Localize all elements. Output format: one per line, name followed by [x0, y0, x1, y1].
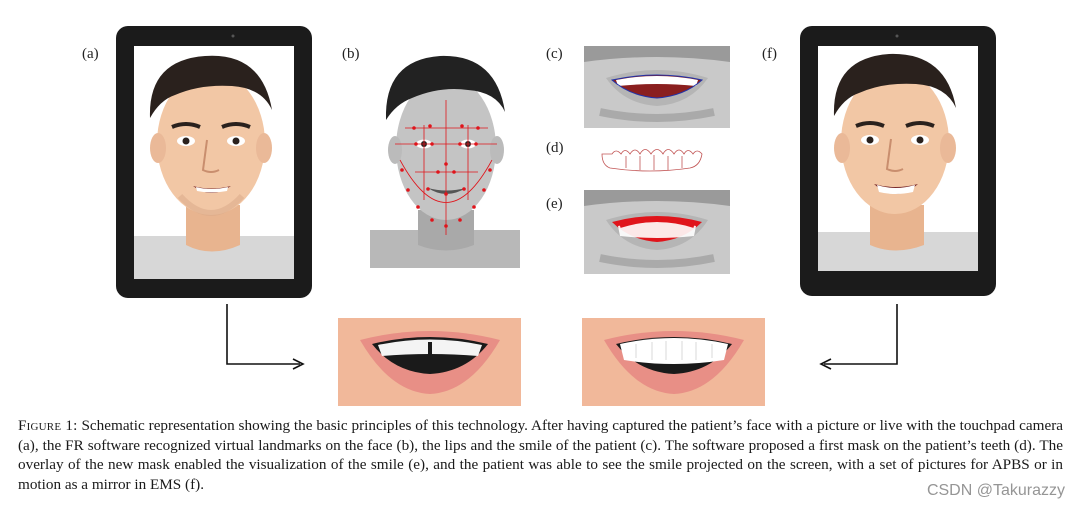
panel-label-e: (e) — [546, 196, 563, 212]
tablet-f — [800, 26, 996, 296]
smile-outline-c — [584, 46, 730, 128]
panel-label-d: (d) — [546, 140, 564, 156]
teeth-mask-d — [601, 149, 703, 172]
figure: (a) (b) (c) (d) (e) (f) — [82, 26, 996, 406]
landmark-face-b — [370, 55, 520, 268]
figure-caption: Figure 1: Schematic representation showi… — [18, 416, 1063, 494]
figure-illustration — [116, 26, 996, 406]
flow-arrows — [226, 304, 898, 370]
panel-label-a: (a) — [82, 46, 99, 62]
caption-text: Schematic representation showing the bas… — [18, 417, 1064, 493]
arrow-left-head — [819, 358, 832, 370]
patient-face-a — [134, 55, 294, 279]
landmark-points — [400, 124, 492, 228]
tablet-a — [116, 26, 312, 298]
panel-label-f: (f) — [762, 46, 777, 62]
arrow-left — [824, 304, 898, 365]
panel-label-c: (c) — [546, 46, 563, 62]
panel-label-b: (b) — [342, 46, 360, 62]
smile-mask-e — [584, 190, 730, 274]
lips-after — [582, 318, 765, 406]
landmark-lines — [395, 100, 497, 235]
patient-face-f — [818, 53, 978, 271]
caption-label: Figure 1: — [18, 417, 78, 434]
watermark: CSDN @Takurazzy — [926, 482, 1065, 499]
lips-before — [338, 318, 521, 406]
arrow-right — [226, 304, 300, 365]
arrow-right-head — [292, 358, 305, 370]
